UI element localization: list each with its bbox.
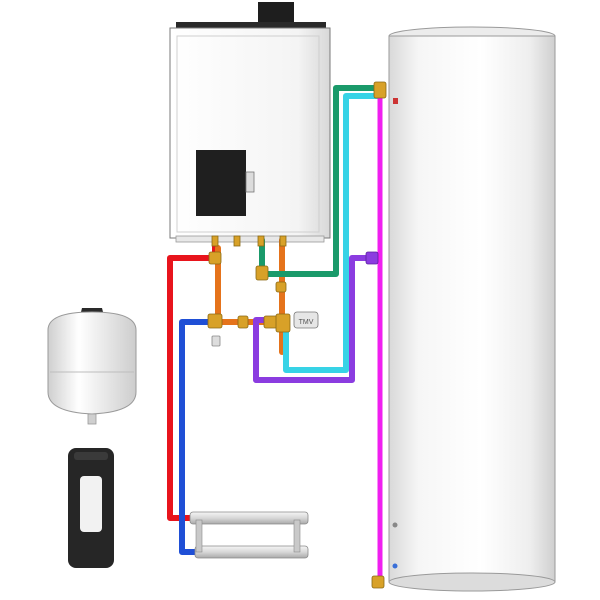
storage-tank	[388, 26, 556, 592]
fitting-icon	[211, 235, 219, 247]
fitting-icon	[373, 81, 387, 99]
return-pipe	[179, 319, 219, 555]
primary-pipe	[215, 245, 245, 325]
controller-screen	[80, 476, 102, 532]
control-panel	[196, 150, 246, 216]
fitting-icon	[207, 313, 223, 329]
tank-port-icon	[392, 563, 398, 569]
fitting-icon	[371, 575, 385, 589]
controller	[68, 448, 114, 568]
tank-port-icon	[392, 522, 398, 528]
coil-pipe	[253, 255, 379, 383]
valve-label: TMV	[299, 319, 314, 326]
drain-icon	[211, 335, 221, 347]
fitting-icon	[257, 235, 265, 247]
expansion-vessel	[47, 308, 137, 425]
fitting-icon	[208, 251, 222, 265]
fitting-icon	[255, 265, 269, 281]
dhw-pipe-cyan	[283, 93, 383, 373]
fitting-icon	[275, 281, 287, 293]
mixing-valve: TMV	[293, 311, 319, 329]
tank-port-icon	[393, 98, 398, 104]
fittings	[207, 81, 387, 589]
fitting-icon	[237, 315, 249, 329]
fitting-icon	[279, 235, 287, 247]
manifold	[189, 511, 309, 559]
fitting-icon	[275, 313, 291, 333]
coil-fitting-icon	[365, 251, 379, 265]
flow-pipe	[167, 237, 218, 521]
dhw-pipe	[259, 85, 383, 277]
boiler	[169, 2, 331, 243]
fitting-icon	[233, 235, 241, 247]
